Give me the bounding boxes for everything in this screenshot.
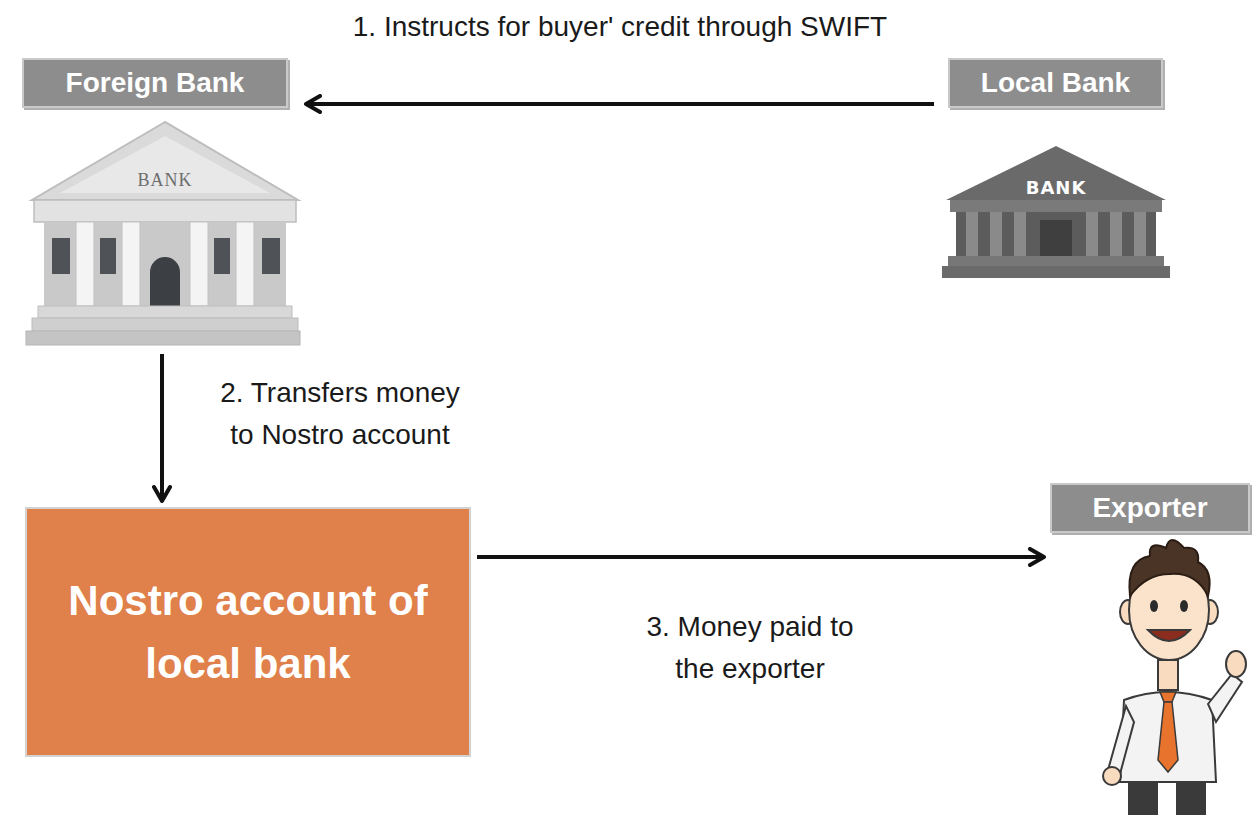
flow-arrow — [477, 555, 1044, 559]
local-bank-building — [942, 146, 1170, 278]
building-sign: BANK — [1026, 177, 1087, 198]
flow-arrow — [306, 102, 934, 106]
step-label: 3. Money paid to the exporter — [630, 606, 870, 690]
bank-node: Foreign Bank — [22, 58, 300, 348]
foreign-bank-building — [26, 122, 300, 345]
account-box: Nostro account of local bank — [25, 507, 471, 757]
party-node: Exporter — [1050, 483, 1250, 817]
step-label: 2. Transfers money to Nostro account — [205, 372, 475, 456]
node-label: Local Bank — [948, 58, 1163, 108]
account-label: Nostro account of local bank — [27, 569, 469, 695]
flow-arrow — [160, 354, 164, 501]
bank-node: Local Bank — [940, 58, 1172, 283]
node-label: Foreign Bank — [22, 58, 288, 108]
node-label: Exporter — [1050, 483, 1250, 533]
step-label: 1. Instructs for buyer' credit through S… — [320, 6, 920, 48]
exporter-figure — [1103, 540, 1246, 815]
building-sign: BANK — [137, 170, 192, 191]
